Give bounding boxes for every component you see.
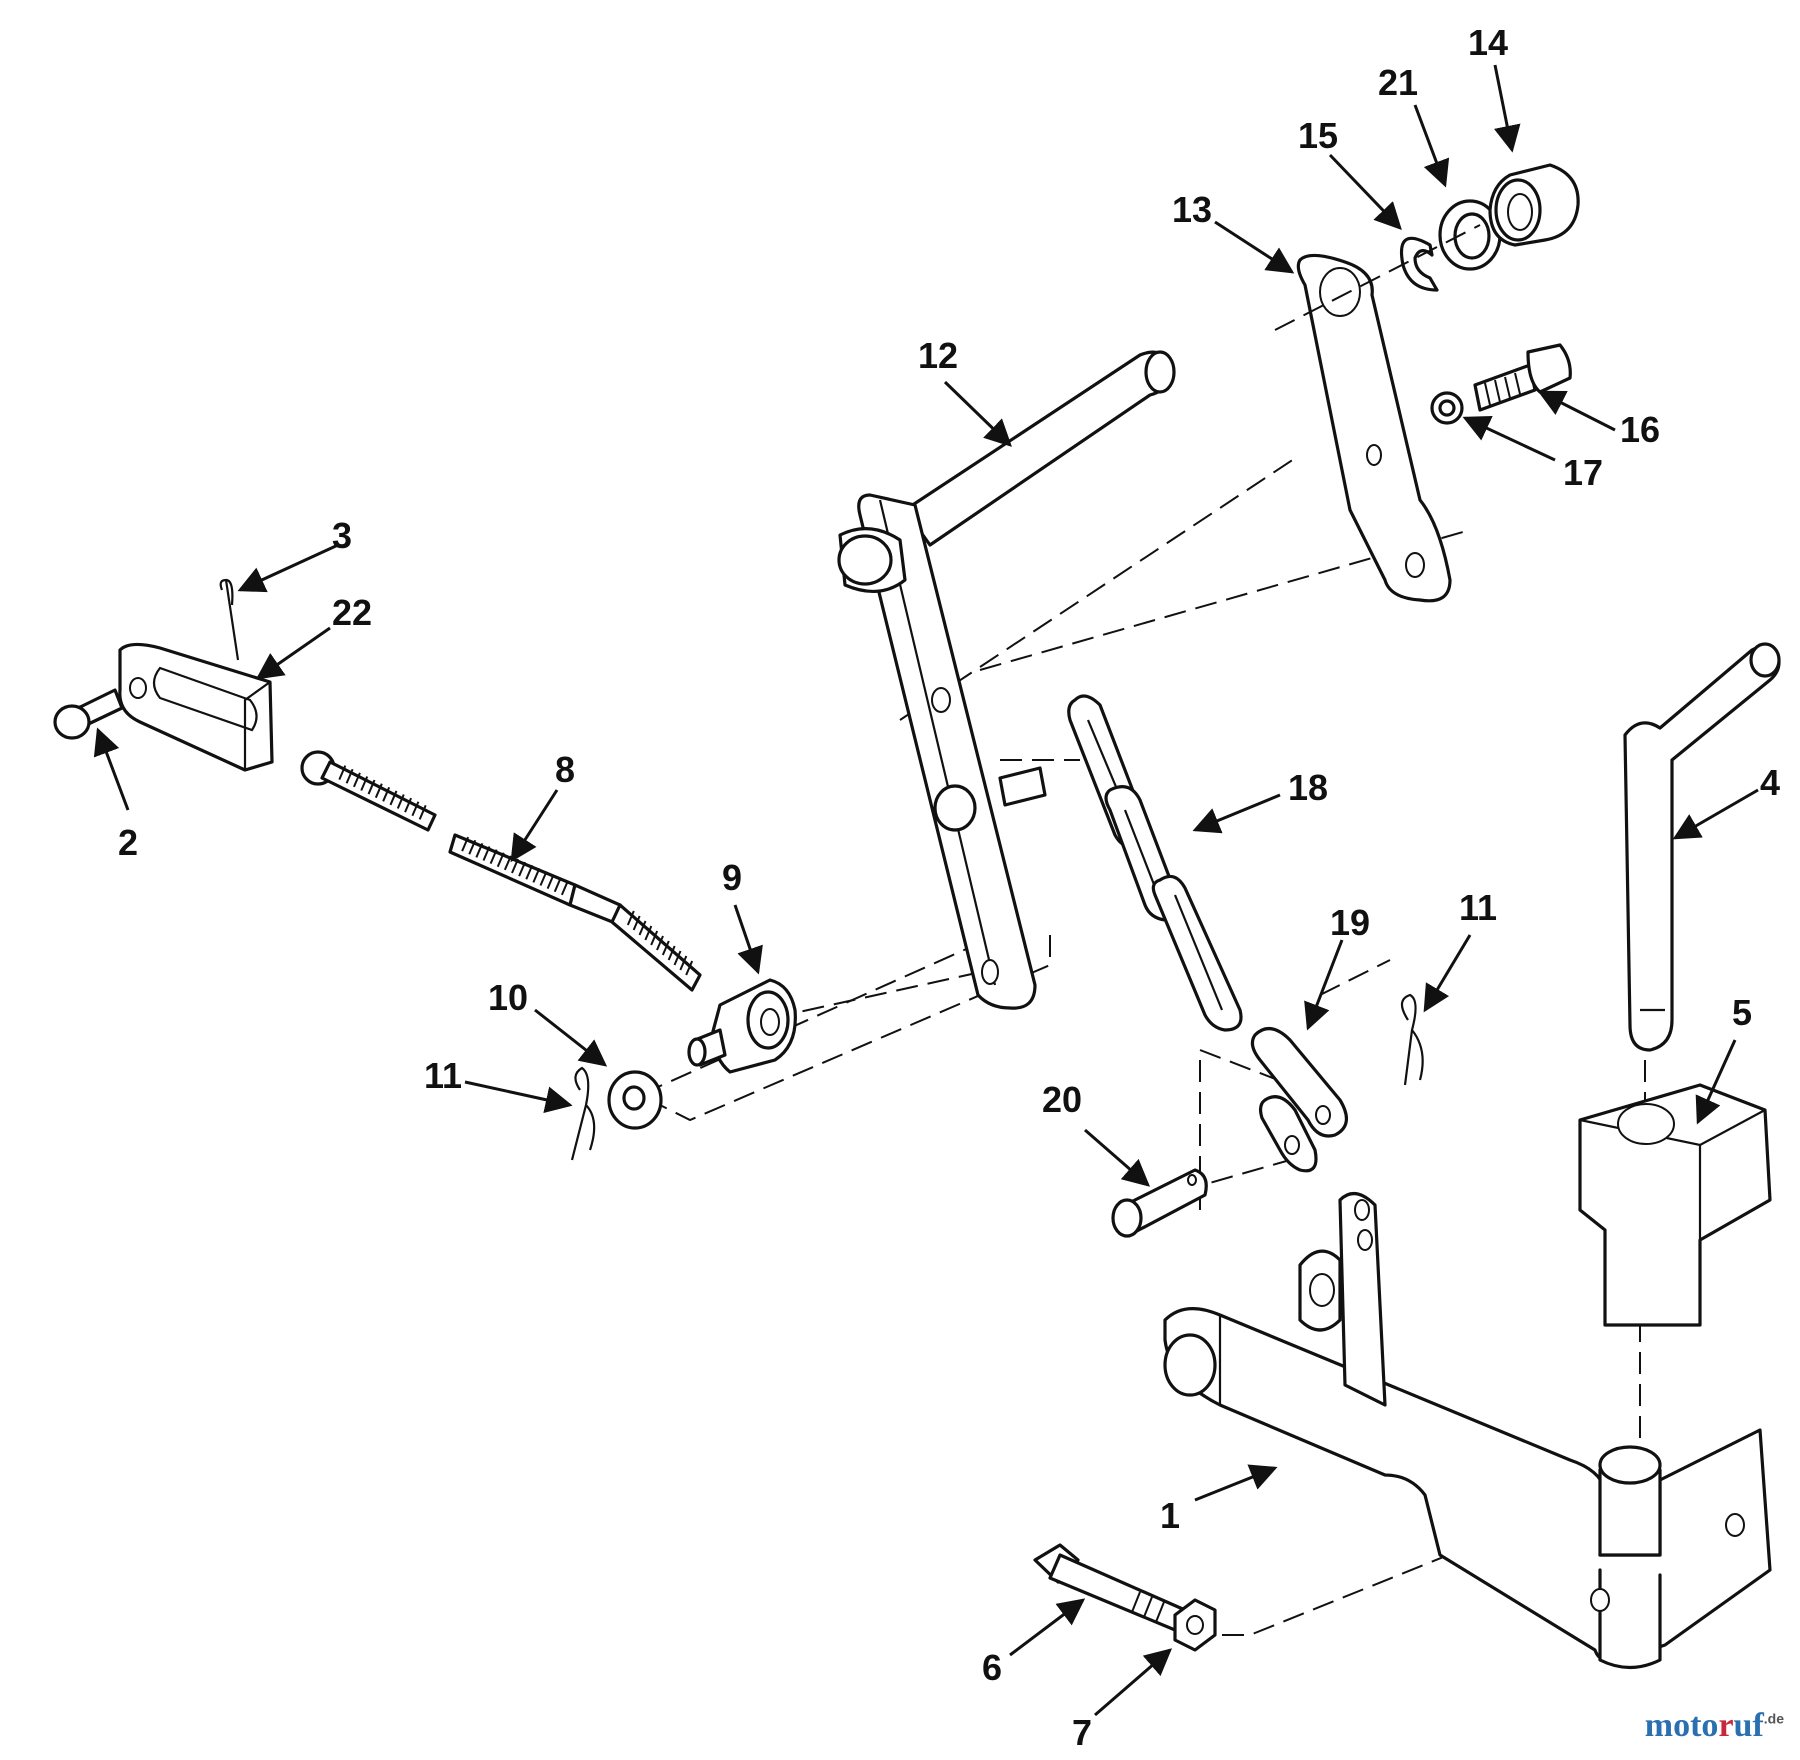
- callout-1: 1: [1160, 1495, 1180, 1536]
- part-12-shaft-lever: [837, 350, 1176, 1010]
- callout-15: 15: [1298, 115, 1338, 156]
- part-22-clevis: [118, 642, 274, 772]
- watermark-part-2: r: [1718, 1707, 1734, 1744]
- part-13-side-plate: [1296, 253, 1452, 603]
- callout-8: 8: [555, 749, 575, 790]
- part-16-bolt: [1473, 343, 1572, 412]
- callout-9: 9: [722, 857, 742, 898]
- callout-19: 19: [1330, 902, 1370, 943]
- callout-6: 6: [982, 1647, 1002, 1688]
- alignment-lines: [637, 454, 1646, 1636]
- watermark-suffix: .de: [1763, 1710, 1784, 1727]
- site-watermark-logo: motoruf.de: [1645, 1707, 1784, 1745]
- callout-20: 20: [1042, 1079, 1082, 1120]
- part-4-hitch-pin: [1623, 642, 1781, 1052]
- leader-lines: [93, 64, 1759, 1717]
- part-6-bolt: [1033, 1543, 1187, 1632]
- part-7-nut: [1173, 1598, 1217, 1652]
- part-1-drawbar: [1163, 1192, 1772, 1670]
- watermark-part-1: moto: [1644, 1707, 1719, 1744]
- part-5-hitch-bracket: [1578, 1083, 1772, 1327]
- part-17-lock-washer: [1430, 391, 1464, 425]
- part-19-link: [1250, 1027, 1348, 1173]
- callout-11-right: 11: [1459, 887, 1497, 928]
- callout-14: 14: [1468, 22, 1508, 63]
- part-14-bushing: [1488, 163, 1580, 247]
- part-10-washer: [607, 1070, 663, 1130]
- part-20-clevis-pin: [1111, 1168, 1208, 1238]
- callout-4: 4: [1760, 762, 1780, 803]
- callout-18: 18: [1288, 767, 1328, 808]
- part-11-hairpin-left: [570, 1066, 596, 1161]
- callout-21: 21: [1378, 62, 1418, 103]
- callout-numbers: 1 2 3 4 5 6 7 8 9 10 11 11 12 13 14 15 1…: [118, 22, 1780, 1753]
- callout-22: 22: [332, 592, 372, 633]
- part-3-cotter-pin: [219, 578, 240, 661]
- part-2-clevis-pin: [53, 688, 124, 740]
- callout-7: 7: [1072, 1712, 1092, 1753]
- callout-16: 16: [1620, 409, 1660, 450]
- callout-17: 17: [1563, 452, 1603, 493]
- part-8-threads: [338, 765, 694, 976]
- callout-10: 10: [488, 977, 528, 1018]
- part-15-retaining-ring: [1399, 236, 1439, 292]
- callout-12: 12: [918, 335, 958, 376]
- callout-2: 2: [118, 822, 138, 863]
- part-18-chain: [1067, 694, 1243, 1032]
- callout-11-left: 11: [424, 1055, 462, 1096]
- part-9-swivel: [687, 978, 797, 1074]
- watermark-part-3: uf: [1733, 1707, 1764, 1744]
- callout-13: 13: [1172, 189, 1212, 230]
- callout-5: 5: [1732, 992, 1752, 1033]
- callout-3: 3: [332, 515, 352, 556]
- part-11-hairpin-right: [1400, 993, 1424, 1086]
